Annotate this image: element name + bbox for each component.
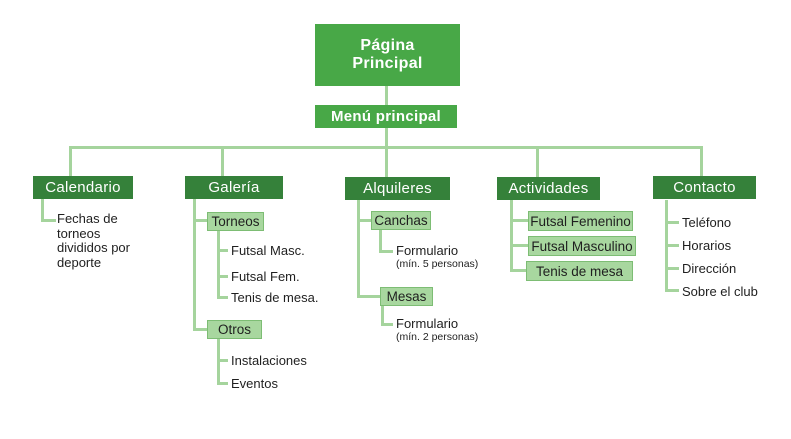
node-actividades: Actividades — [497, 177, 600, 200]
connector-torneos-v — [217, 231, 220, 299]
connector-canchas-stub — [357, 219, 371, 222]
leaf-fechas-de-torneos: Fechas de torneos divididos por deporte — [57, 211, 130, 270]
node-galeria-label: Galería — [208, 179, 260, 196]
connector-mesas-v — [381, 306, 384, 326]
connector-horarios-stub — [665, 244, 679, 247]
leaf-eventos: Eventos — [231, 376, 278, 391]
node-torneos-label: Torneos — [211, 214, 260, 229]
node-menu-principal-label: Menú principal — [330, 108, 442, 125]
connector-drop-calendario — [69, 146, 72, 176]
node-futsal-masculino-label: Futsal Masculino — [531, 238, 633, 254]
connector-futsal-masculino-stub — [510, 244, 528, 247]
node-contacto: Contacto — [653, 176, 756, 199]
node-actividades-label: Actividades — [508, 180, 589, 197]
connector-sobre-club-stub — [665, 289, 679, 292]
connector-alquileres-v — [357, 200, 360, 298]
leaf-sobre-el-club: Sobre el club — [682, 284, 758, 299]
node-pagina-principal-label: Página Principal — [352, 37, 423, 72]
connector-calendario-stub — [41, 219, 56, 222]
leaf-formulario-mesas-note: (mín. 2 personas) — [396, 331, 479, 343]
connector-futsal-femenino-stub — [510, 219, 528, 222]
node-mesas: Mesas — [380, 287, 433, 306]
connector-menu-bus — [385, 128, 388, 146]
connector-instalaciones-stub — [217, 359, 228, 362]
connector-tenis-mesa-stub — [217, 296, 228, 299]
node-pagina-principal: Página Principal — [315, 24, 460, 86]
connector-calendario-v — [41, 199, 44, 222]
connector-drop-alquileres — [385, 146, 388, 177]
connector-drop-galeria — [221, 146, 224, 176]
node-menu-principal: Menú principal — [315, 105, 457, 128]
connector-tenis-de-mesa-stub — [510, 269, 526, 272]
node-canchas: Canchas — [371, 211, 431, 230]
node-alquileres: Alquileres — [345, 177, 450, 200]
connector-torneos-stub — [193, 219, 207, 222]
node-otros-label: Otros — [217, 322, 251, 337]
connector-drop-contacto — [700, 146, 703, 176]
leaf-direccion: Dirección — [682, 261, 737, 276]
connector-direccion-stub — [665, 267, 679, 270]
node-futsal-femenino: Futsal Femenino — [528, 211, 633, 231]
connector-telefono-stub — [665, 221, 679, 224]
node-calendario-label: Calendario — [45, 179, 121, 196]
leaf-horarios: Horarios — [682, 238, 732, 253]
connector-futsal-masc-stub — [217, 249, 228, 252]
leaf-telefono: Teléfono — [682, 215, 732, 230]
node-futsal-femenino-label: Futsal Femenino — [530, 213, 631, 229]
node-tenis-de-mesa-label: Tenis de mesa — [535, 263, 624, 279]
node-torneos: Torneos — [207, 212, 264, 231]
leaf-futsal-fem: Futsal Fem. — [231, 269, 300, 284]
node-galeria: Galería — [185, 176, 283, 199]
connector-root-menu — [385, 86, 388, 105]
connector-futsal-fem-stub — [217, 275, 228, 278]
node-contacto-label: Contacto — [673, 179, 736, 196]
leaf-futsal-masc: Futsal Masc. — [231, 243, 305, 258]
node-futsal-masculino: Futsal Masculino — [528, 236, 636, 256]
connector-canchas-v — [379, 230, 382, 253]
connector-drop-actividades — [536, 146, 539, 177]
connector-formulario1-stub — [379, 250, 393, 253]
connector-mesas-stub — [357, 295, 380, 298]
leaf-formulario-mesas: Formulario — [396, 316, 459, 331]
leaf-instalaciones: Instalaciones — [231, 353, 307, 368]
node-tenis-de-mesa: Tenis de mesa — [526, 261, 633, 281]
node-canchas-label: Canchas — [374, 213, 428, 228]
leaf-formulario-canchas: Formulario — [396, 243, 459, 258]
node-alquileres-label: Alquileres — [363, 180, 432, 197]
connector-eventos-stub — [217, 382, 228, 385]
connector-formulario2-stub — [381, 323, 393, 326]
leaf-tenis-de-mesa-galeria: Tenis de mesa. — [231, 290, 319, 305]
leaf-formulario-canchas-note: (mín. 5 personas) — [396, 258, 479, 270]
connector-actividades-v — [510, 200, 513, 272]
node-calendario: Calendario — [33, 176, 133, 199]
connector-otros-stub — [193, 328, 207, 331]
node-otros: Otros — [207, 320, 262, 339]
connector-galeria-v — [193, 199, 196, 331]
node-mesas-label: Mesas — [386, 289, 427, 304]
connector-otros-v — [217, 339, 220, 385]
